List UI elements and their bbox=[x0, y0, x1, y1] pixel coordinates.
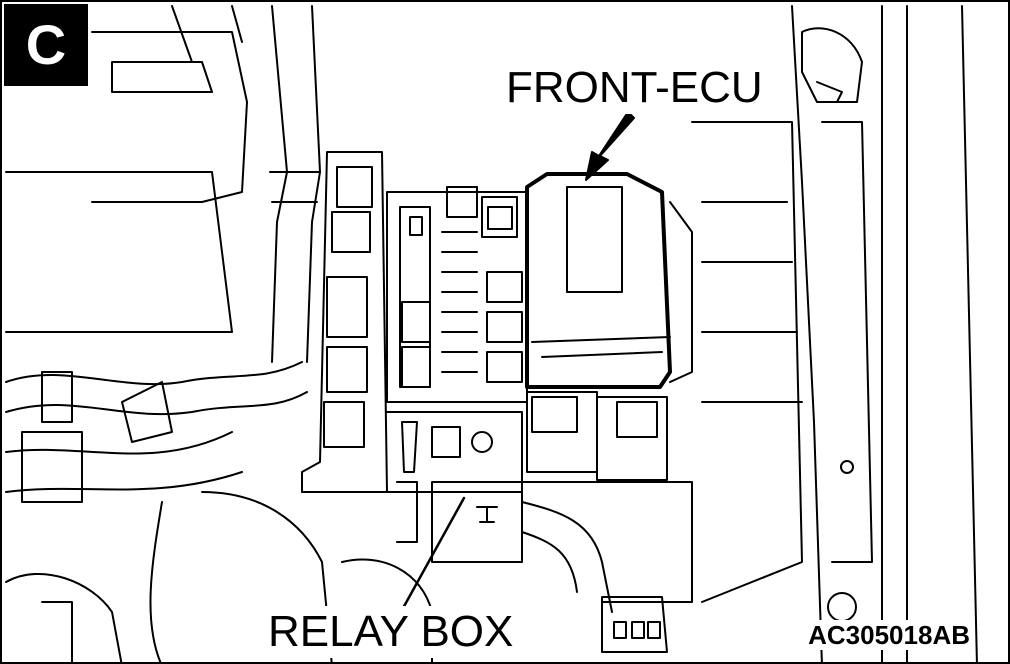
front-ecu-label: FRONT-ECU bbox=[502, 62, 767, 114]
relay-strip bbox=[301, 151, 388, 493]
hose-and-left-components bbox=[5, 5, 321, 363]
figure-code: AC305018AB bbox=[806, 620, 972, 650]
wiring-harness bbox=[5, 361, 308, 503]
section-letter-badge: C bbox=[4, 4, 88, 86]
front-ecu-module bbox=[525, 172, 693, 481]
relay-box-label: RELAY BOX bbox=[264, 606, 518, 658]
lower-left-parts bbox=[5, 491, 333, 662]
front-ecu-arrow bbox=[585, 111, 635, 181]
relay-box-leader-line bbox=[400, 496, 466, 612]
